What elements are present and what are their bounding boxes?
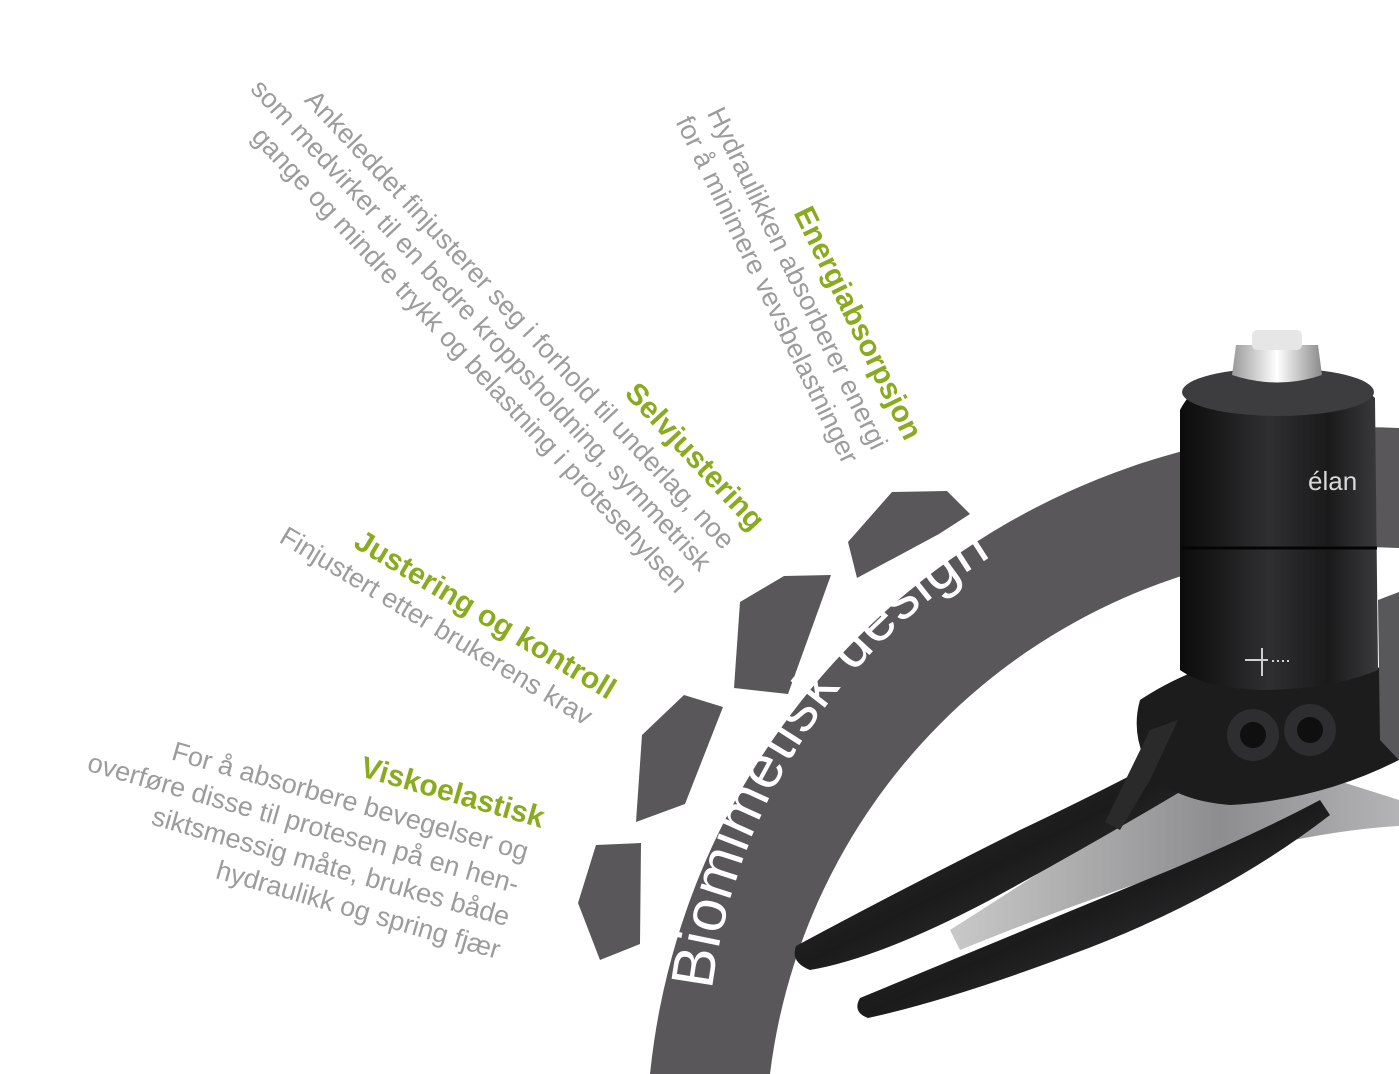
feature-description-line: Hydraulikken absorberer energi [701, 102, 893, 454]
feature-description-line: Ankeleddet finjusterer seg i forhold til… [299, 84, 741, 555]
feature-viskoelastisk: Viskoelastisk For å absorbere bevegelser… [84, 736, 548, 965]
segment-block-4 [848, 491, 970, 578]
feature-description-line: Finjustert etter brukerens krav [275, 521, 598, 732]
prosthetic-foot-image: élan [794, 330, 1399, 1018]
segment-block-3 [734, 575, 831, 694]
elan-logo: élan [1308, 466, 1357, 496]
segment-block-2 [636, 695, 723, 822]
feature-description-line: som medvirker til en bedre kroppsholdnin… [245, 73, 718, 577]
feature-description-line: gange og mindre trykk og belastning i pr… [246, 121, 694, 598]
segment-block-1 [578, 843, 641, 960]
feature-justering-og-kontroll: Justering og kontroll Finjustert etter b… [275, 521, 622, 732]
feature-selvjustering: Selvjustering Ankeleddet finjusterer seg… [245, 73, 771, 598]
feature-energiabsorpsjon: Energiabsorpsjon Hydraulikken absorberer… [670, 102, 928, 468]
